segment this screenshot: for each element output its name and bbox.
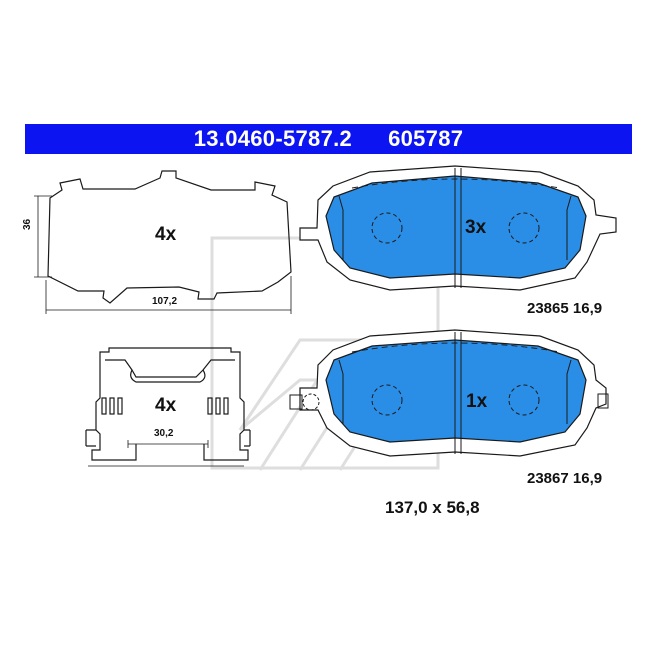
pad-dimensions: 137,0 x 56,8 bbox=[385, 498, 480, 517]
pad-top-spec: 23865 16,9 bbox=[527, 300, 603, 317]
clip-width-dimension: 30,2 bbox=[154, 428, 174, 439]
header-banner: 13.0460-5787.2 605787 bbox=[25, 124, 632, 154]
part-number: 13.0460-5787.2 bbox=[193, 126, 353, 151]
clip-drawing bbox=[85, 347, 251, 467]
shim-width-dimension: 107,2 bbox=[152, 296, 178, 307]
shim-height-dimension: 36 bbox=[22, 218, 33, 230]
pad-bottom-spec: 23867 16,9 bbox=[527, 470, 603, 487]
pad-top-quantity: 3x bbox=[465, 217, 487, 238]
shim-drawing bbox=[34, 170, 292, 314]
shim-quantity: 4x bbox=[155, 224, 177, 245]
pad-bottom-drawing bbox=[289, 329, 609, 457]
reference-number: 605787 bbox=[388, 126, 464, 151]
pad-top-drawing bbox=[299, 165, 617, 291]
clip-quantity: 4x bbox=[155, 395, 177, 416]
pad-bottom-quantity: 1x bbox=[466, 391, 488, 412]
